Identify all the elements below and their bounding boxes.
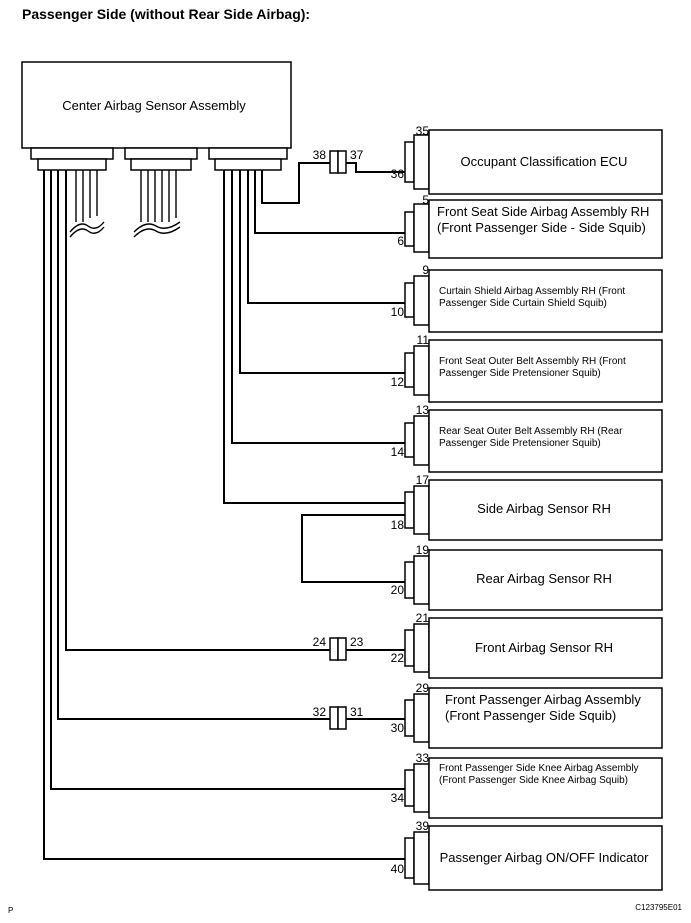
pin-label: 34 — [391, 791, 405, 805]
pin-label: 10 — [391, 305, 405, 319]
pin-label: 22 — [391, 651, 405, 665]
pin-label: 18 — [391, 518, 405, 532]
pin-label: 20 — [391, 583, 405, 597]
component-curtain-shield-airbag: 9 10 Curtain Shield Airbag Assembly RH (… — [391, 263, 663, 333]
component-label: Front Passenger Airbag Assembly — [445, 692, 641, 707]
pin-label: 14 — [391, 445, 405, 459]
component-front-passenger-airbag: 29 30 Front Passenger Airbag Assembly (F… — [391, 681, 663, 749]
omitted-wire-bundle-middle — [133, 170, 181, 238]
pin-label: 9 — [422, 263, 429, 277]
component-occupant-classification-ecu: 35 36 Occupant Classification ECU — [391, 124, 663, 195]
center-airbag-sensor-assembly: Center Airbag Sensor Assembly — [21, 61, 292, 149]
pin-label: 31 — [350, 705, 364, 719]
sensor-connector-right — [208, 147, 288, 171]
pin-label: 19 — [416, 543, 430, 557]
component-label: Occupant Classification ECU — [461, 154, 628, 169]
component-label: Rear Seat Outer Belt Assembly RH (Rear — [439, 426, 623, 437]
pin-label: 35 — [416, 124, 430, 138]
component-label: Passenger Side Curtain Shield Squib) — [439, 298, 607, 309]
pin-label: 32 — [313, 705, 327, 719]
pin-label: 11 — [417, 333, 430, 347]
pin-label: 23 — [350, 635, 364, 649]
component-front-airbag-sensor: 21 22 Front Airbag Sensor RH — [391, 611, 663, 679]
component-front-seat-outer-belt: 11 12 Front Seat Outer Belt Assembly RH … — [391, 333, 663, 403]
diagram-title: Passenger Side (without Rear Side Airbag… — [22, 6, 310, 22]
pin-label: 40 — [391, 862, 405, 876]
sensor-connector-middle — [124, 147, 198, 171]
component-label: Passenger Airbag ON/OFF Indicator — [440, 850, 649, 865]
inline-connector-38-37: 38 37 — [313, 148, 364, 174]
component-label: Front Seat Side Airbag Assembly RH — [437, 204, 649, 219]
component-label: Passenger Side Pretensioner Squib) — [439, 438, 601, 449]
pin-label: 24 — [313, 635, 327, 649]
inline-connector-32-31: 32 31 — [313, 705, 364, 730]
pin-label: 6 — [397, 234, 404, 248]
figure-code: C123795E01 — [635, 903, 682, 912]
pin-label: 5 — [422, 193, 429, 207]
omitted-wire-bundle-left — [69, 170, 105, 238]
component-label: Curtain Shield Airbag Assembly RH (Front — [439, 286, 625, 297]
pin-label: 37 — [350, 148, 364, 162]
pin-label: 12 — [391, 375, 405, 389]
component-label: Rear Airbag Sensor RH — [476, 571, 612, 586]
pin-label: 29 — [416, 681, 430, 695]
pin-label: 30 — [391, 721, 405, 735]
sensor-assembly-label: Center Airbag Sensor Assembly — [62, 98, 246, 113]
circuit-wires — [43, 162, 405, 860]
component-label: (Front Passenger Side Knee Airbag Squib) — [439, 775, 628, 786]
component-rear-airbag-sensor: 19 20 Rear Airbag Sensor RH — [391, 543, 663, 611]
component-label: Front Airbag Sensor RH — [475, 640, 613, 655]
pin-label: 13 — [416, 403, 430, 417]
pin-label: 33 — [416, 751, 430, 765]
component-label: (Front Passenger Side - Side Squib) — [437, 220, 646, 235]
pin-label: 39 — [416, 819, 430, 833]
footer-left-mark: P — [8, 906, 13, 915]
component-label: Front Seat Outer Belt Assembly RH (Front — [439, 356, 626, 367]
component-rear-seat-outer-belt: 13 14 Rear Seat Outer Belt Assembly RH (… — [391, 403, 663, 473]
pin-label: 36 — [391, 167, 405, 181]
component-label: Front Passenger Side Knee Airbag Assembl… — [439, 763, 639, 774]
pin-label: 21 — [416, 611, 430, 625]
pin-label: 38 — [313, 148, 327, 162]
component-front-seat-side-airbag: 5 6 Front Seat Side Airbag Assembly RH (… — [397, 193, 663, 259]
inline-connector-24-23: 24 23 — [313, 635, 364, 661]
sensor-connector-left — [30, 147, 114, 171]
component-passenger-airbag-indicator: 39 40 Passenger Airbag ON/OFF Indicator — [391, 819, 663, 891]
component-label: Side Airbag Sensor RH — [477, 501, 611, 516]
component-knee-airbag: 33 34 Front Passenger Side Knee Airbag A… — [391, 751, 663, 819]
component-label: Passenger Side Pretensioner Squib) — [439, 368, 601, 379]
component-side-airbag-sensor: 17 18 Side Airbag Sensor RH — [391, 473, 663, 541]
component-label: (Front Passenger Side Squib) — [445, 708, 616, 723]
pin-label: 17 — [416, 473, 430, 487]
